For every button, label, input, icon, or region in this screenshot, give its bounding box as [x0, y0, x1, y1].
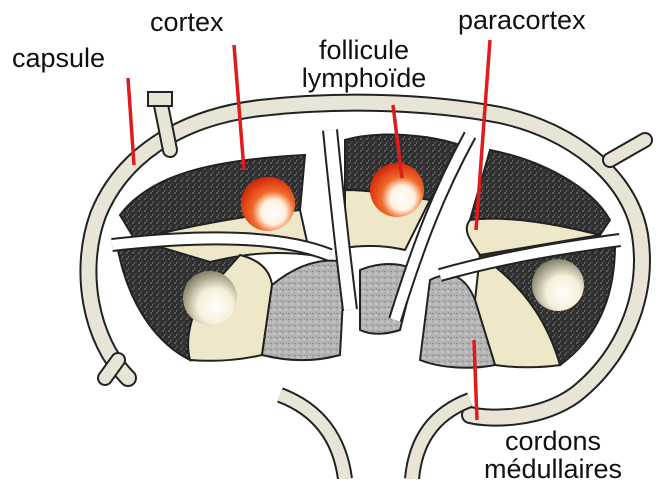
label-cordons-line1: cordons	[455, 427, 651, 455]
label-cortex: cortex	[150, 8, 224, 36]
medulla-left	[262, 261, 345, 361]
lymphoid-follicle-cream-left	[183, 271, 237, 325]
label-follicule-line2: lymphoïde	[279, 64, 449, 92]
afferent-vessel-cap-top-left	[148, 92, 172, 106]
label-follicule-line1: follicule	[279, 36, 449, 64]
pointer-line-capsule	[128, 78, 134, 165]
lymphoid-follicle-red-left	[241, 177, 295, 231]
label-cordons-medullaires: cordons médullaires	[455, 427, 651, 483]
lymphoid-follicle-red-center	[370, 163, 424, 217]
label-follicule-lymphoide: follicule lymphoïde	[279, 36, 449, 92]
label-paracortex: paracortex	[458, 6, 586, 34]
label-capsule: capsule	[12, 44, 105, 72]
lymphoid-follicle-cream-right	[532, 259, 584, 311]
